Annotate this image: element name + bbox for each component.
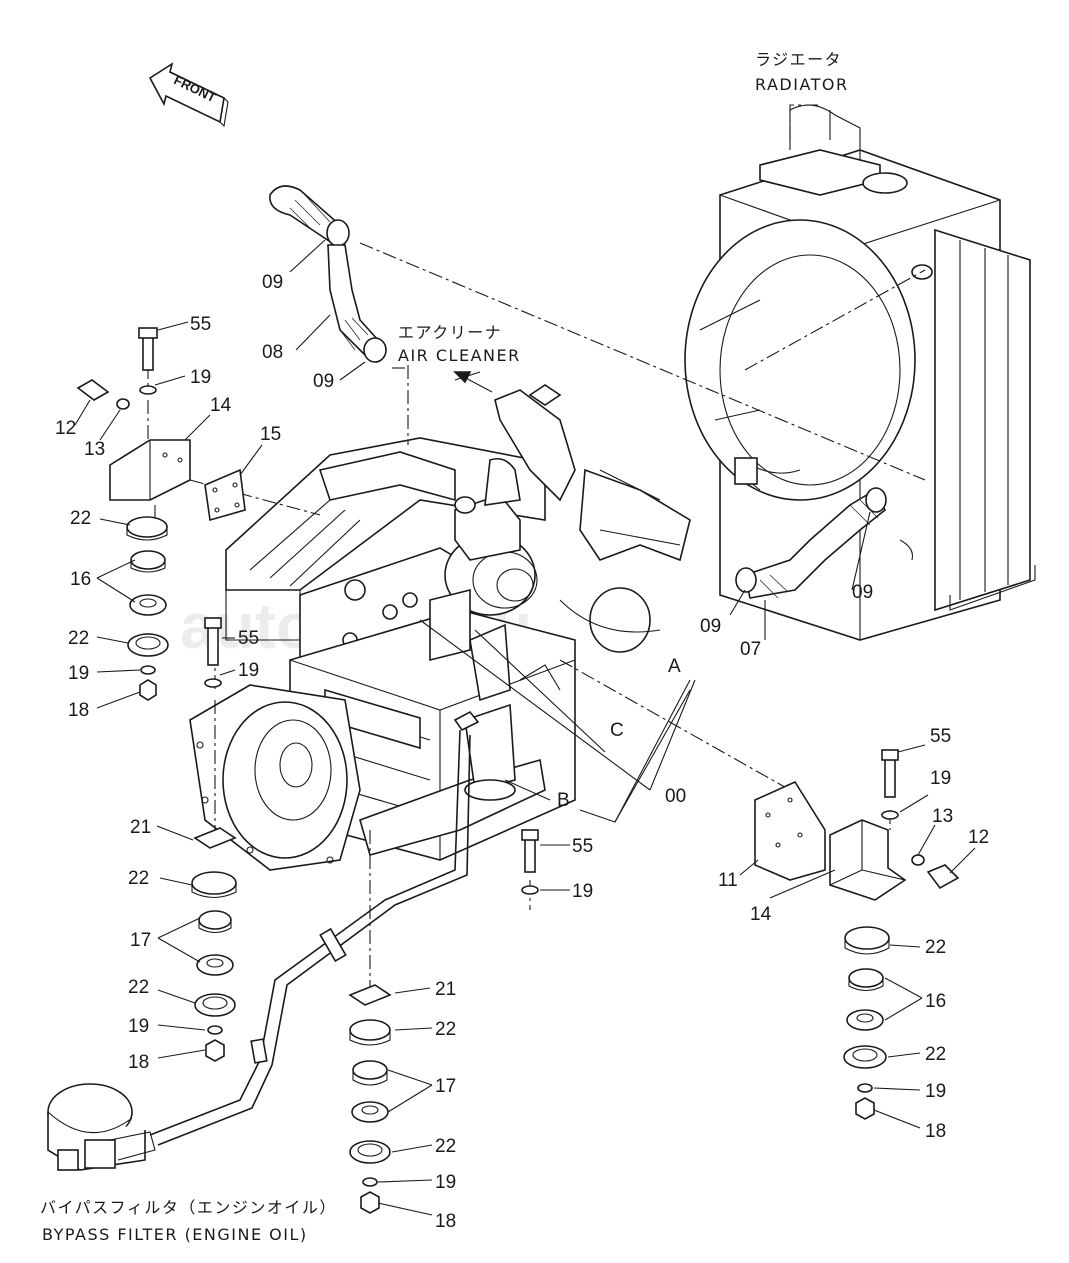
part-number: 18 <box>68 700 89 721</box>
part-number: 09 <box>313 371 334 392</box>
left-rear-mount <box>191 827 237 1062</box>
part-number: 14 <box>750 904 772 925</box>
part-number: 16 <box>70 569 91 590</box>
part-number: 13 <box>84 439 105 460</box>
part-number: 09 <box>700 616 721 637</box>
part-number: 19 <box>190 367 211 388</box>
part-number: 19 <box>925 1081 946 1102</box>
part-number: 21 <box>130 817 151 838</box>
part-number-labels: 09 08 09 09 09 07 55 19 12 13 14 15 22 1… <box>55 272 989 1232</box>
part-number: 16 <box>925 991 946 1012</box>
air-cleaner-label-jp: エアクリーナ <box>398 323 502 342</box>
part-number: 22 <box>435 1019 456 1040</box>
part-number: 22 <box>435 1136 456 1157</box>
part-number: 17 <box>130 930 151 951</box>
part-number: 55 <box>572 836 593 857</box>
part-number: 07 <box>740 639 761 660</box>
left-front-mount <box>76 327 246 701</box>
part-number: C <box>610 720 624 741</box>
engine-assembly <box>189 384 691 871</box>
part-number: 11 <box>718 870 738 891</box>
radiator-label-en: RADIATOR <box>755 75 849 94</box>
part-number: 22 <box>128 868 149 889</box>
part-number: 55 <box>930 726 951 747</box>
part-number: 18 <box>128 1052 149 1073</box>
hose-07 <box>735 487 887 599</box>
leader-lines <box>74 239 976 1216</box>
part-number: 22 <box>68 628 89 649</box>
part-number: 00 <box>665 786 686 807</box>
part-number: 08 <box>262 342 283 363</box>
center-rear-mount <box>348 829 539 1214</box>
air-cleaner-label-en: AIR CLEANER <box>398 346 521 365</box>
bypass-filter <box>47 1083 156 1171</box>
part-number: 19 <box>435 1172 456 1193</box>
part-number: 19 <box>68 663 89 684</box>
part-number: 18 <box>925 1121 946 1142</box>
part-number: 19 <box>128 1016 149 1037</box>
part-number: 55 <box>238 628 259 649</box>
part-number: 13 <box>932 806 953 827</box>
part-number: 22 <box>925 937 946 958</box>
part-number: 09 <box>262 272 283 293</box>
part-number: 15 <box>260 424 281 445</box>
bypass-filter-label-jp: バイパスフィルタ（エンジンオイル） <box>40 1198 337 1217</box>
part-number: 09 <box>852 582 873 603</box>
part-number: 21 <box>435 979 456 1000</box>
hose-08 <box>269 185 387 363</box>
part-number: 12 <box>968 827 989 848</box>
part-number: 18 <box>435 1211 456 1232</box>
part-number: 19 <box>238 660 259 681</box>
front-direction-arrow: FRONT <box>148 62 229 128</box>
part-number: 17 <box>435 1076 456 1097</box>
part-number: 22 <box>925 1044 946 1065</box>
radiator-label-jp: ラジエータ <box>755 50 842 69</box>
part-number: 19 <box>930 768 951 789</box>
part-number: B <box>557 790 570 811</box>
bypass-filter-label-en: BYPASS FILTER (ENGINE OIL) <box>42 1225 308 1244</box>
part-number: 22 <box>128 977 149 998</box>
air-cleaner-arrow <box>453 371 493 393</box>
part-number: 14 <box>210 395 232 416</box>
part-number: 22 <box>70 508 91 529</box>
right-mount <box>754 749 960 1120</box>
part-number: A <box>668 656 681 677</box>
radiator <box>684 104 1036 641</box>
part-number: 55 <box>190 314 211 335</box>
bypass-oil-lines <box>149 729 471 1146</box>
part-number: 19 <box>572 881 593 902</box>
part-number: 12 <box>55 418 76 439</box>
